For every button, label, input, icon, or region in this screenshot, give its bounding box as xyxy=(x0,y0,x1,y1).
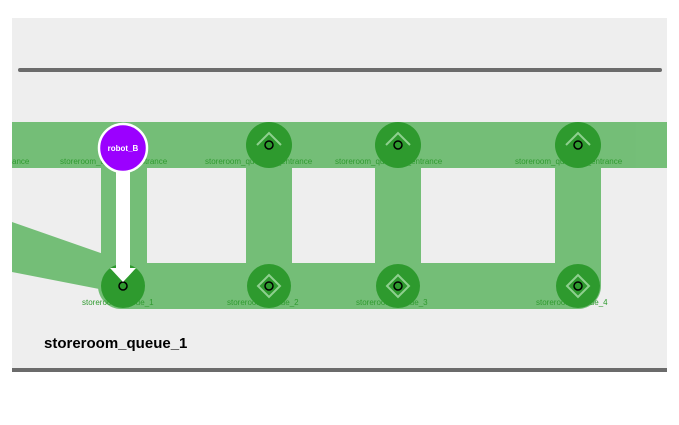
waypoint-icon[interactable] xyxy=(555,122,601,168)
robot-name: robot_B xyxy=(108,144,139,153)
place-label-entrance-2: storeroom_queue_2_entrance xyxy=(205,157,313,166)
selected-place-title: storeroom_queue_1 xyxy=(44,335,188,352)
place-label-queue-1: storeroom_queue_1 xyxy=(82,298,154,307)
waypoint-icon[interactable] xyxy=(375,122,421,168)
lane-column-3 xyxy=(375,122,421,309)
waypoint-icon[interactable] xyxy=(376,264,420,308)
lane-queue-row xyxy=(98,263,600,309)
waypoint-icon[interactable] xyxy=(247,264,291,308)
lane-column-2 xyxy=(246,122,292,309)
waypoint-icon[interactable] xyxy=(246,122,292,168)
place-label-entrance-3: storeroom_queue_3_entrance xyxy=(335,157,443,166)
robot-marker-icon[interactable]: robot_B xyxy=(97,122,149,174)
place-label-queue-3: storeroom_queue_3 xyxy=(356,298,428,307)
place-label-entrance-4: storeroom_queue_4_entrance xyxy=(515,157,623,166)
place-label-queue-2: storeroom_queue_2 xyxy=(227,298,299,307)
place-label-edge: ance xyxy=(12,157,30,166)
lane-column-4 xyxy=(555,122,601,309)
move-arrow-icon xyxy=(110,166,136,282)
waypoint-icon[interactable] xyxy=(556,264,600,308)
place-label-queue-4: storeroom_queue_4 xyxy=(536,298,608,307)
